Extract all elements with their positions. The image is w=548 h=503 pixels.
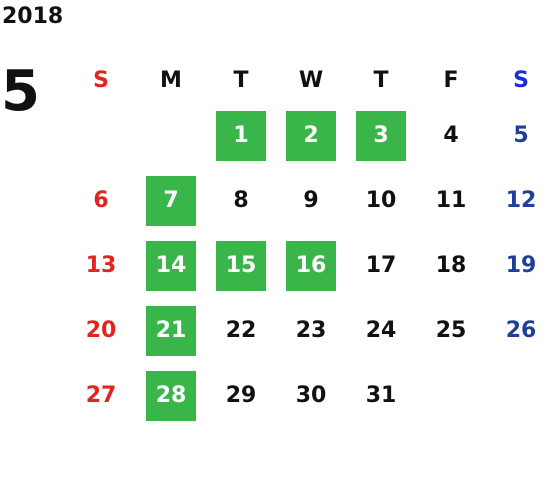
- day-cell: 20: [85, 318, 117, 343]
- day-cell: 17: [365, 253, 397, 278]
- day-cell: 13: [85, 253, 117, 278]
- calendar-month: 5: [1, 59, 40, 124]
- day-cell: 19: [505, 253, 537, 278]
- day-cell: [416, 363, 486, 428]
- weekday-header-wednesday: W: [298, 68, 324, 93]
- day-cell: 30: [295, 383, 327, 408]
- day-cell: 8: [233, 188, 249, 213]
- day-cell: [136, 103, 206, 168]
- day-cell: 22: [225, 318, 257, 343]
- weekday-header-thursday: T: [373, 68, 389, 93]
- day-cell: 23: [295, 318, 327, 343]
- day-cell: 18: [435, 253, 467, 278]
- day-cell: 6: [93, 188, 109, 213]
- day-cell: [486, 363, 548, 428]
- day-cell: 4: [443, 123, 459, 148]
- calendar-year: 2018: [2, 4, 64, 29]
- weekday-header-sunday: S: [93, 68, 109, 93]
- day-cell: 31: [365, 383, 397, 408]
- day-cell-highlighted: 1: [206, 103, 276, 168]
- day-cell-highlighted: 14: [136, 233, 206, 298]
- day-cell: 29: [225, 383, 257, 408]
- day-cell: 24: [365, 318, 397, 343]
- weekday-header-friday: F: [443, 68, 459, 93]
- weekday-header-monday: M: [160, 68, 182, 93]
- day-cell-highlighted: 7: [136, 168, 206, 233]
- day-cell-highlighted: 16: [276, 233, 346, 298]
- day-cell-highlighted: 21: [136, 298, 206, 363]
- day-cell-highlighted: 2: [276, 103, 346, 168]
- day-cell: 12: [505, 188, 537, 213]
- day-cell: [66, 103, 136, 168]
- day-cell: 5: [513, 123, 529, 148]
- day-cell: 11: [435, 188, 467, 213]
- day-cell: 26: [505, 318, 537, 343]
- day-cell: 27: [85, 383, 117, 408]
- day-cell: 10: [365, 188, 397, 213]
- day-cell: 9: [303, 188, 319, 213]
- day-cell-highlighted: 28: [136, 363, 206, 428]
- day-cell-highlighted: 15: [206, 233, 276, 298]
- weekday-header-saturday: S: [513, 68, 529, 93]
- day-cell-highlighted: 3: [346, 103, 416, 168]
- day-cell: 25: [435, 318, 467, 343]
- weekday-header-tuesday: T: [233, 68, 249, 93]
- calendar-grid: S M T W T F S 1 2 3 4 5 6 7 8 9 10 11 12…: [66, 58, 548, 428]
